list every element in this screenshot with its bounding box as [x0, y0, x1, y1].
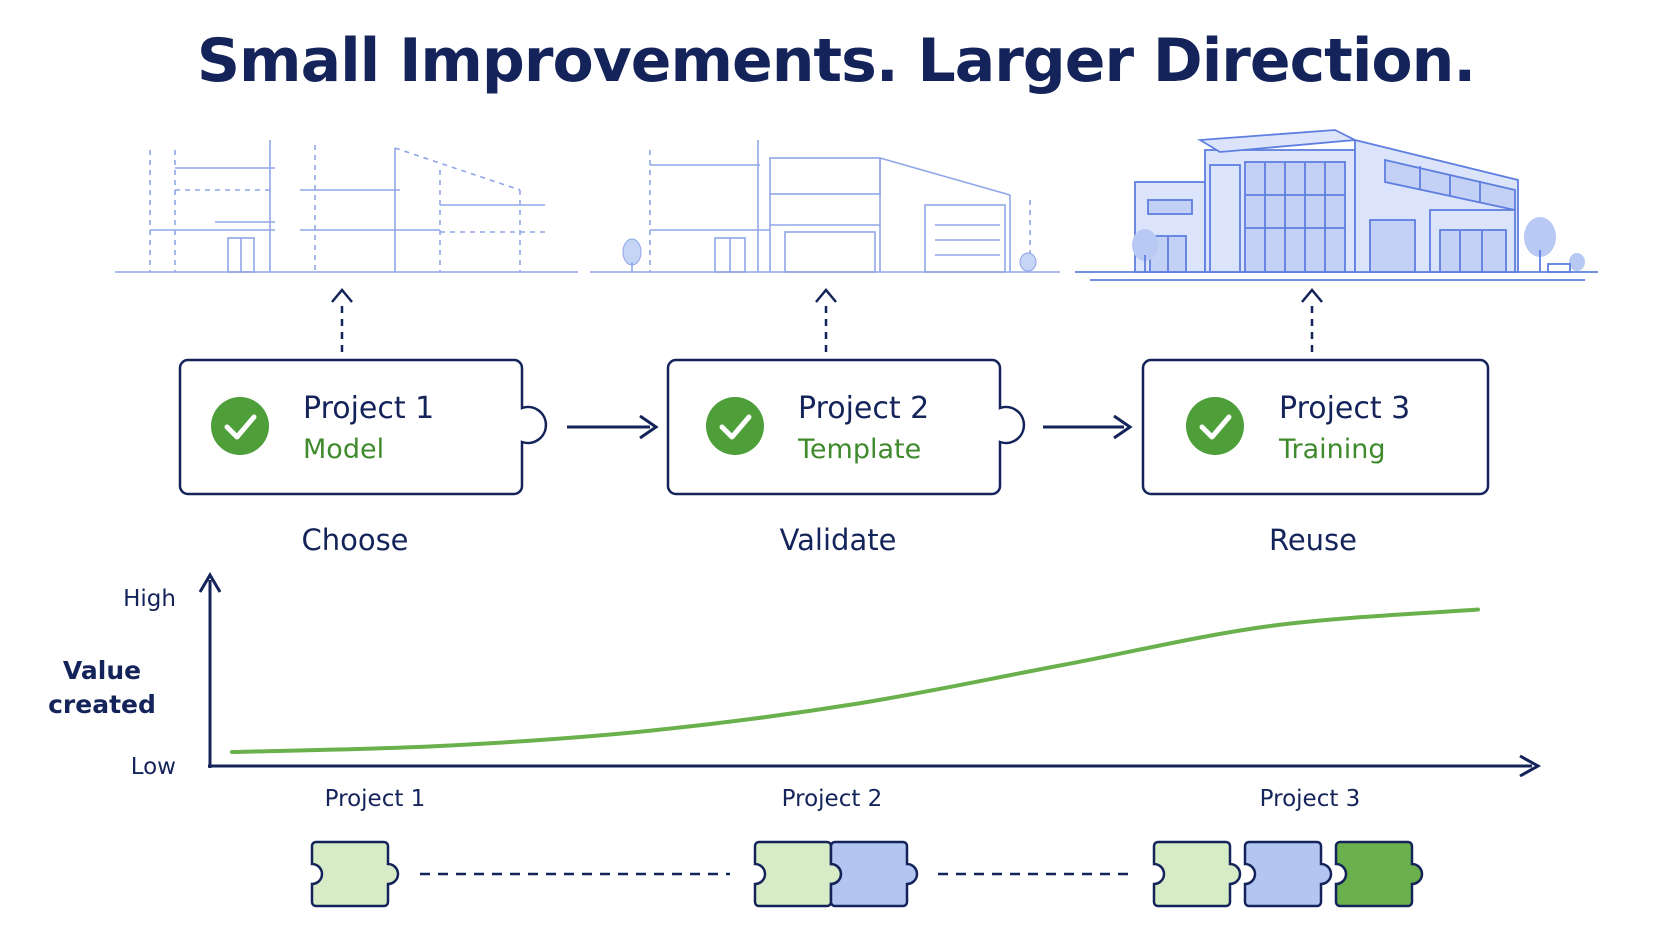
project-card-2: Project 2 Template [666, 358, 1026, 496]
value-chart: High Low Value created Project 1 Project… [48, 572, 1542, 812]
step-label-choose: Choose [301, 523, 408, 557]
project-title: Project 1 [303, 391, 434, 426]
dashed-arrow-up-1 [331, 288, 353, 352]
step-label-reuse: Reuse [1269, 523, 1357, 557]
puzzle-piece-light-green [1152, 840, 1242, 908]
check-circle-icon [706, 397, 764, 455]
building-sketch-2 [590, 140, 1060, 273]
y-tick-low: Low [131, 754, 176, 780]
value-curve [230, 607, 1480, 754]
puzzle-piece-green [1334, 840, 1424, 908]
project-subtitle: Training [1278, 434, 1386, 465]
project-card-3: Project 3 Training [1141, 358, 1490, 496]
building-sketch-1 [115, 140, 578, 273]
y-axis-title-line1: Value [63, 656, 141, 685]
project-subtitle: Model [303, 434, 384, 465]
y-axis-title-line2: created [48, 690, 156, 719]
project-title: Project 3 [1279, 391, 1410, 426]
building-finished-3 [1075, 129, 1598, 281]
puzzle-piece-blue [829, 840, 919, 908]
step-label-validate: Validate [780, 523, 897, 557]
puzzle-piece-light-green [753, 840, 843, 908]
puzzle-piece-blue [1243, 840, 1333, 908]
x-tick-project-3: Project 3 [1260, 786, 1361, 812]
dashed-arrow-up-2 [815, 288, 837, 352]
project-card-1: Project 1 Model [178, 358, 548, 496]
x-tick-project-1: Project 1 [325, 786, 426, 812]
y-tick-high: High [123, 586, 176, 612]
page-title: Small Improvements. Larger Direction. [196, 26, 1476, 96]
project-title: Project 2 [798, 391, 929, 426]
arrow-right-2 [1043, 414, 1133, 440]
arrow-right-1 [567, 414, 659, 440]
puzzle-group-1 [310, 840, 400, 908]
check-circle-icon [1186, 397, 1244, 455]
puzzle-group-3 [1152, 840, 1424, 908]
puzzle-piece-light-green [310, 840, 400, 908]
dashed-arrow-up-3 [1301, 288, 1323, 352]
x-tick-project-2: Project 2 [782, 786, 883, 812]
check-circle-icon [211, 397, 269, 455]
puzzle-group-2 [753, 840, 919, 908]
project-subtitle: Template [797, 434, 921, 465]
